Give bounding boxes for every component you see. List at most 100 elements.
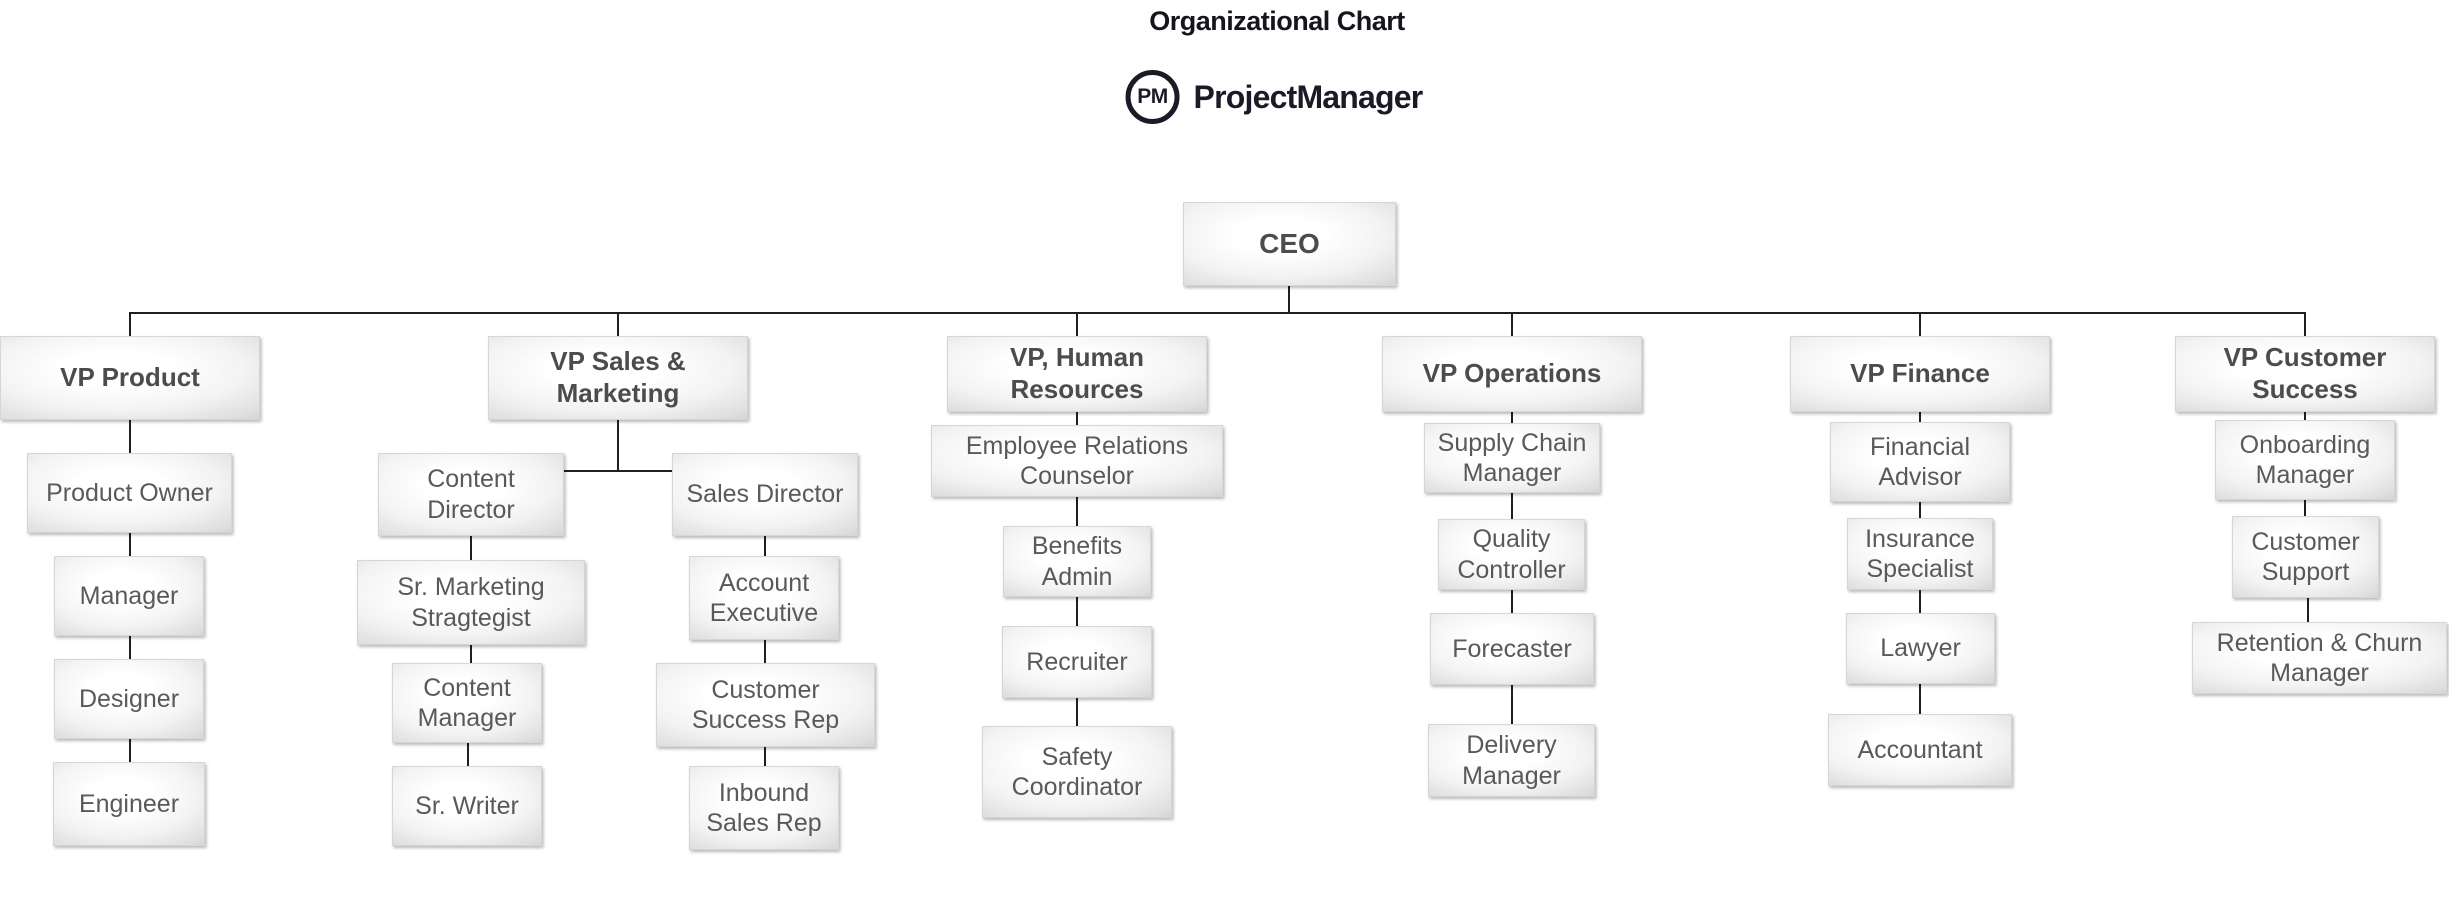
connector — [470, 645, 472, 663]
vp-label: VP Finance — [1850, 358, 1990, 389]
connector-vp-stub — [129, 312, 131, 336]
vp-label: VP Sales & Marketing — [550, 346, 686, 408]
vp-box-operations: VP Operations — [1382, 336, 1642, 412]
role-box-delivery-manager: Delivery Manager — [1428, 724, 1595, 797]
connector — [1511, 590, 1513, 613]
role-label: Employee Relations Counselor — [965, 431, 1189, 491]
connector — [2307, 598, 2309, 622]
connector — [1511, 685, 1513, 724]
role-box-lawyer: Lawyer — [1846, 613, 1995, 684]
role-label: Quality Controller — [1457, 525, 1566, 584]
role-label: Supply Chain Manager — [1437, 428, 1587, 488]
ceo-box: CEO — [1183, 202, 1396, 286]
connector — [617, 420, 619, 472]
role-box-manager: Manager — [54, 556, 204, 636]
role-box-retention-churn-manager: Retention & Churn Manager — [2192, 622, 2447, 694]
role-label: Safety Coordinator — [1011, 742, 1143, 802]
connector-vp-stub — [2304, 312, 2306, 336]
role-label: Customer Support — [2251, 527, 2360, 587]
role-label: Content Director — [427, 465, 515, 524]
role-box-designer: Designer — [54, 659, 204, 739]
role-label: Customer Success Rep — [691, 675, 840, 735]
role-label: Lawyer — [1880, 634, 1961, 663]
role-label: Sales Director — [686, 480, 844, 509]
pm-monogram-icon: PM — [1125, 70, 1180, 124]
role-box-quality-controller: Quality Controller — [1438, 519, 1585, 590]
role-box-employee-relations-counselor: Employee Relations Counselor — [931, 425, 1223, 497]
role-label: Manager — [79, 581, 179, 610]
role-box-customer-support: Customer Support — [2232, 516, 2379, 598]
role-box-insurance-specialist: Insurance Specialist — [1847, 518, 1993, 590]
role-label: Account Executive — [709, 568, 819, 628]
role-box-inbound-sales-rep: Inbound Sales Rep — [689, 766, 839, 850]
brand-name: ProjectManager — [1193, 78, 1424, 115]
role-box-forecaster: Forecaster — [1430, 613, 1594, 685]
role-label: Recruiter — [1026, 647, 1128, 676]
connector — [2304, 412, 2306, 420]
vp-box-sales-marketing: VP Sales & Marketing — [488, 336, 748, 420]
connector-vp-stub — [1919, 312, 1921, 336]
connector — [764, 640, 766, 663]
role-box-product-owner: Product Owner — [27, 453, 232, 533]
role-box-sr-marketing-strategist: Sr. Marketing Stragtegist — [357, 560, 585, 645]
role-label: Sr. Marketing Stragtegist — [397, 573, 545, 632]
vp-label: VP Operations — [1422, 358, 1602, 389]
role-label: Engineer — [78, 789, 180, 818]
vp-label: VP, Human Resources — [1010, 342, 1144, 404]
connector — [129, 420, 131, 453]
connector — [1076, 597, 1078, 626]
connector-vp-stub — [1076, 312, 1078, 336]
vp-box-human-resources: VP, Human Resources — [947, 336, 1207, 412]
role-label: Designer — [78, 684, 180, 713]
connector — [1076, 412, 1078, 425]
role-box-onboarding-manager: Onboarding Manager — [2215, 420, 2395, 500]
vp-box-customer-success: VP Customer Success — [2175, 336, 2435, 412]
connector — [129, 636, 131, 659]
connector — [1511, 412, 1513, 423]
ceo-label: CEO — [1259, 227, 1320, 259]
connector — [2304, 500, 2306, 516]
role-label: Inbound Sales Rep — [706, 778, 822, 838]
role-label: Retention & Churn Manager — [2216, 628, 2423, 688]
connector — [1076, 698, 1078, 726]
connector — [564, 470, 672, 472]
role-label: Accountant — [1857, 735, 1983, 764]
role-label: Onboarding Manager — [2239, 430, 2371, 490]
role-label: Content Manager — [417, 673, 517, 733]
connector — [1511, 493, 1513, 519]
role-box-benefits-admin: Benefits Admin — [1003, 526, 1151, 597]
connector — [467, 743, 469, 766]
vp-box-product: VP Product — [0, 336, 260, 420]
role-label: Sr. Writer — [415, 791, 519, 820]
role-box-supply-chain-manager: Supply Chain Manager — [1424, 423, 1600, 493]
role-box-content-manager: Content Manager — [392, 663, 542, 743]
role-label: Delivery Manager — [1462, 731, 1561, 790]
connector — [764, 747, 766, 766]
connector-vp-stub — [617, 312, 619, 336]
role-box-account-executive: Account Executive — [689, 556, 839, 640]
connector — [1919, 502, 1921, 518]
connector — [1919, 412, 1921, 422]
role-label: Insurance Specialist — [1865, 524, 1975, 584]
role-box-customer-success-rep: Customer Success Rep — [656, 663, 875, 747]
page-title: Organizational Chart — [1149, 6, 1405, 36]
connector-rail — [129, 312, 2305, 314]
vp-label: VP Customer Success — [2223, 342, 2387, 404]
connector-vp-stub — [1511, 312, 1513, 336]
role-label: Benefits Admin — [1031, 532, 1123, 591]
vp-box-finance: VP Finance — [1790, 336, 2050, 412]
role-box-sales-director: Sales Director — [672, 453, 858, 536]
role-label: Product Owner — [46, 478, 213, 507]
role-box-engineer: Engineer — [53, 762, 205, 846]
role-box-recruiter: Recruiter — [1002, 626, 1152, 698]
brand-logo: PM ProjectManager — [1125, 70, 1424, 124]
connector — [470, 536, 472, 560]
vp-label: VP Product — [60, 362, 200, 393]
role-label: Forecaster — [1452, 634, 1572, 663]
connector — [1919, 684, 1921, 714]
connector — [764, 536, 766, 556]
role-box-content-director: Content Director — [378, 453, 564, 536]
connector — [1076, 497, 1078, 526]
role-box-financial-advisor: Financial Advisor — [1830, 422, 2010, 502]
